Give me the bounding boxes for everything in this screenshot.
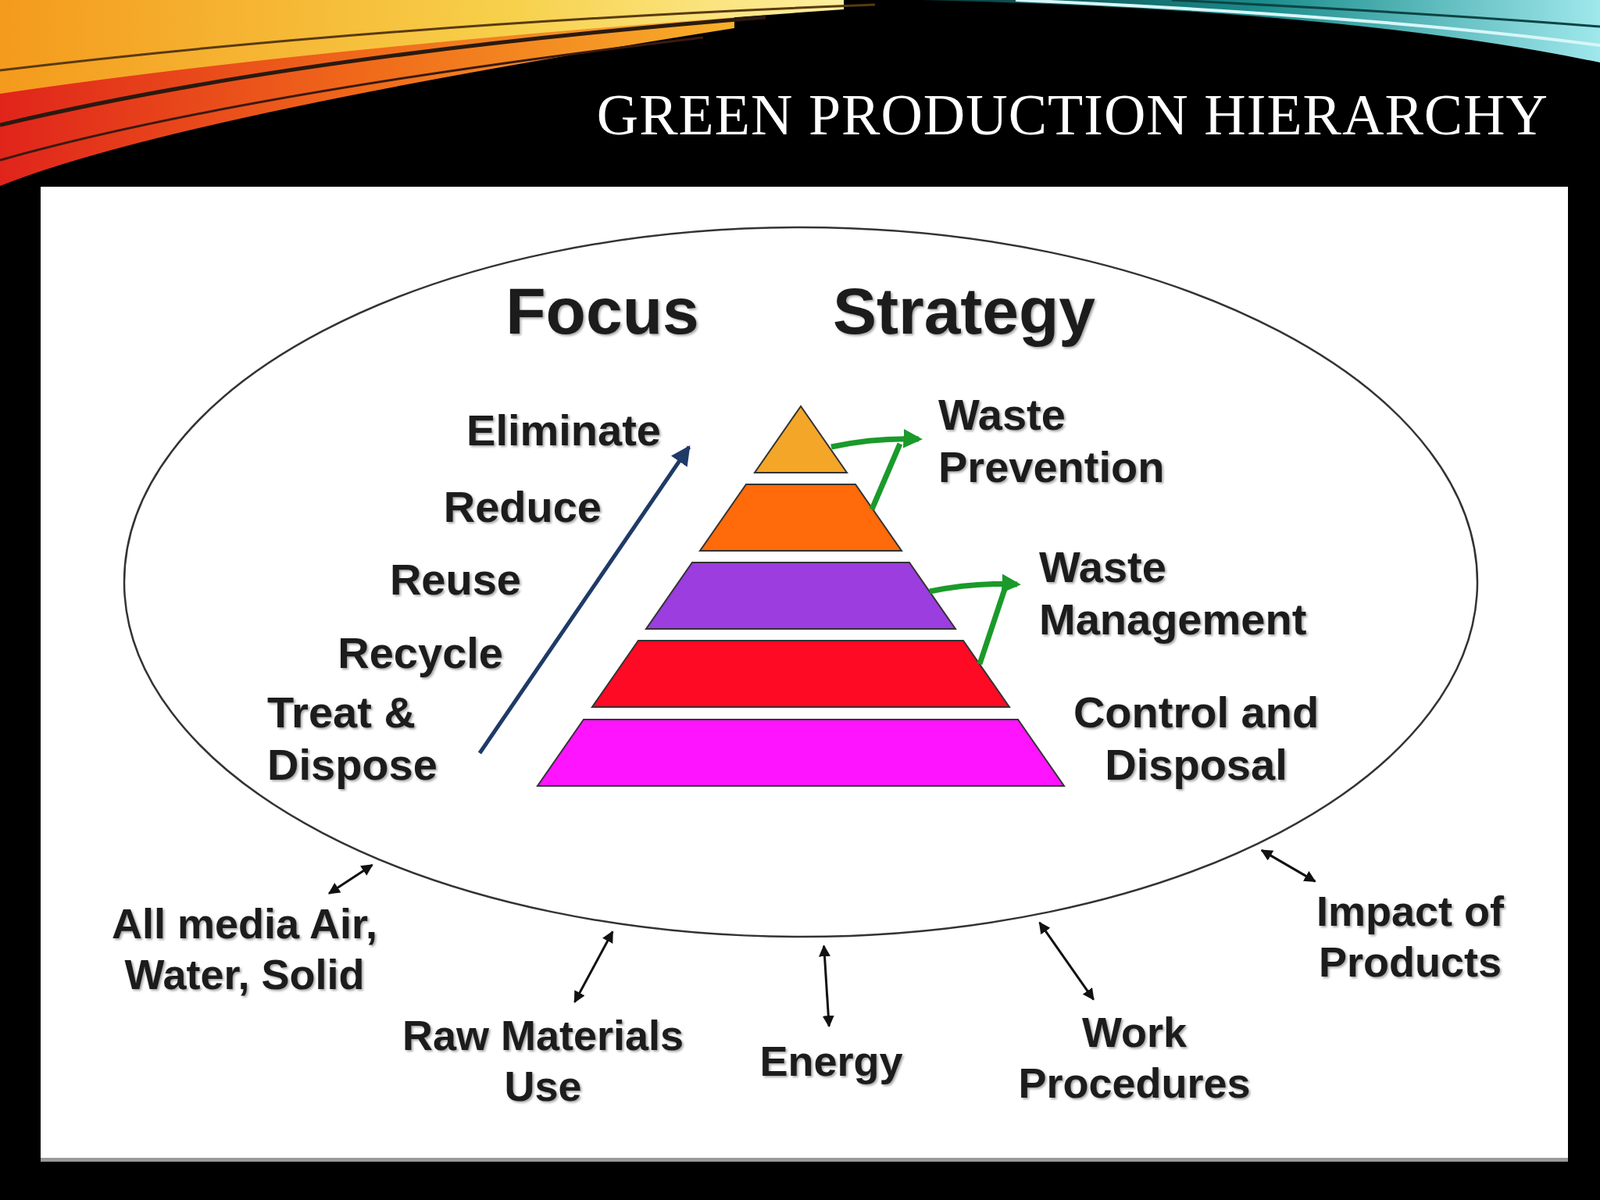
pyramid-band bbox=[592, 640, 1010, 708]
focus-term: Recycle bbox=[337, 626, 504, 679]
pyramid-band bbox=[537, 719, 1065, 786]
bracket-arrow bbox=[871, 443, 900, 510]
double-arrow bbox=[1261, 850, 1315, 882]
focus-term: Treat & Dispose bbox=[267, 685, 451, 791]
factor-text: Energy bbox=[725, 1035, 937, 1087]
double-arrow bbox=[824, 946, 830, 1027]
strategy-term: Control and Disposal bbox=[1064, 685, 1328, 791]
factor-label: All media Air, Water, Solid bbox=[75, 898, 414, 1000]
focus-term: Eliminate bbox=[466, 403, 661, 457]
pyramid-band bbox=[646, 562, 956, 629]
scope-ellipse: Focus Strategy bbox=[122, 225, 1479, 939]
bracket-arrow bbox=[831, 439, 919, 447]
factor-label: Energy bbox=[725, 1035, 937, 1087]
pyramid-band bbox=[754, 406, 847, 473]
strategy-term: Waste Prevention bbox=[938, 388, 1201, 493]
focus-term: Reduce bbox=[443, 480, 602, 533]
column-heading: Focus bbox=[505, 271, 699, 351]
focus-term: Reuse bbox=[389, 553, 522, 606]
slide-title: GREEN PRODUCTION HIERARCHY bbox=[596, 85, 1549, 144]
ellipse-outline bbox=[124, 227, 1478, 937]
factor-text: Impact of Products bbox=[1304, 885, 1516, 988]
bracket-arrow bbox=[979, 589, 1005, 665]
pyramid-band bbox=[700, 484, 902, 551]
column-heading: Strategy bbox=[832, 271, 1096, 351]
strategy-term: Waste Management bbox=[1039, 540, 1329, 646]
double-arrow bbox=[575, 931, 614, 1002]
factor-label: Impact of Products bbox=[1304, 885, 1516, 988]
factor-label: Raw Materials Use bbox=[395, 1010, 691, 1112]
factor-text: Raw Materials Use bbox=[395, 1010, 691, 1112]
double-arrow bbox=[328, 864, 372, 893]
factor-text: Work Procedures bbox=[1007, 1007, 1261, 1109]
ellipse-outline bbox=[122, 225, 1479, 939]
factor-label: Work Procedures bbox=[1007, 1007, 1261, 1109]
factor-text: All media Air, Water, Solid bbox=[75, 898, 414, 1000]
double-arrow bbox=[1039, 922, 1094, 1000]
